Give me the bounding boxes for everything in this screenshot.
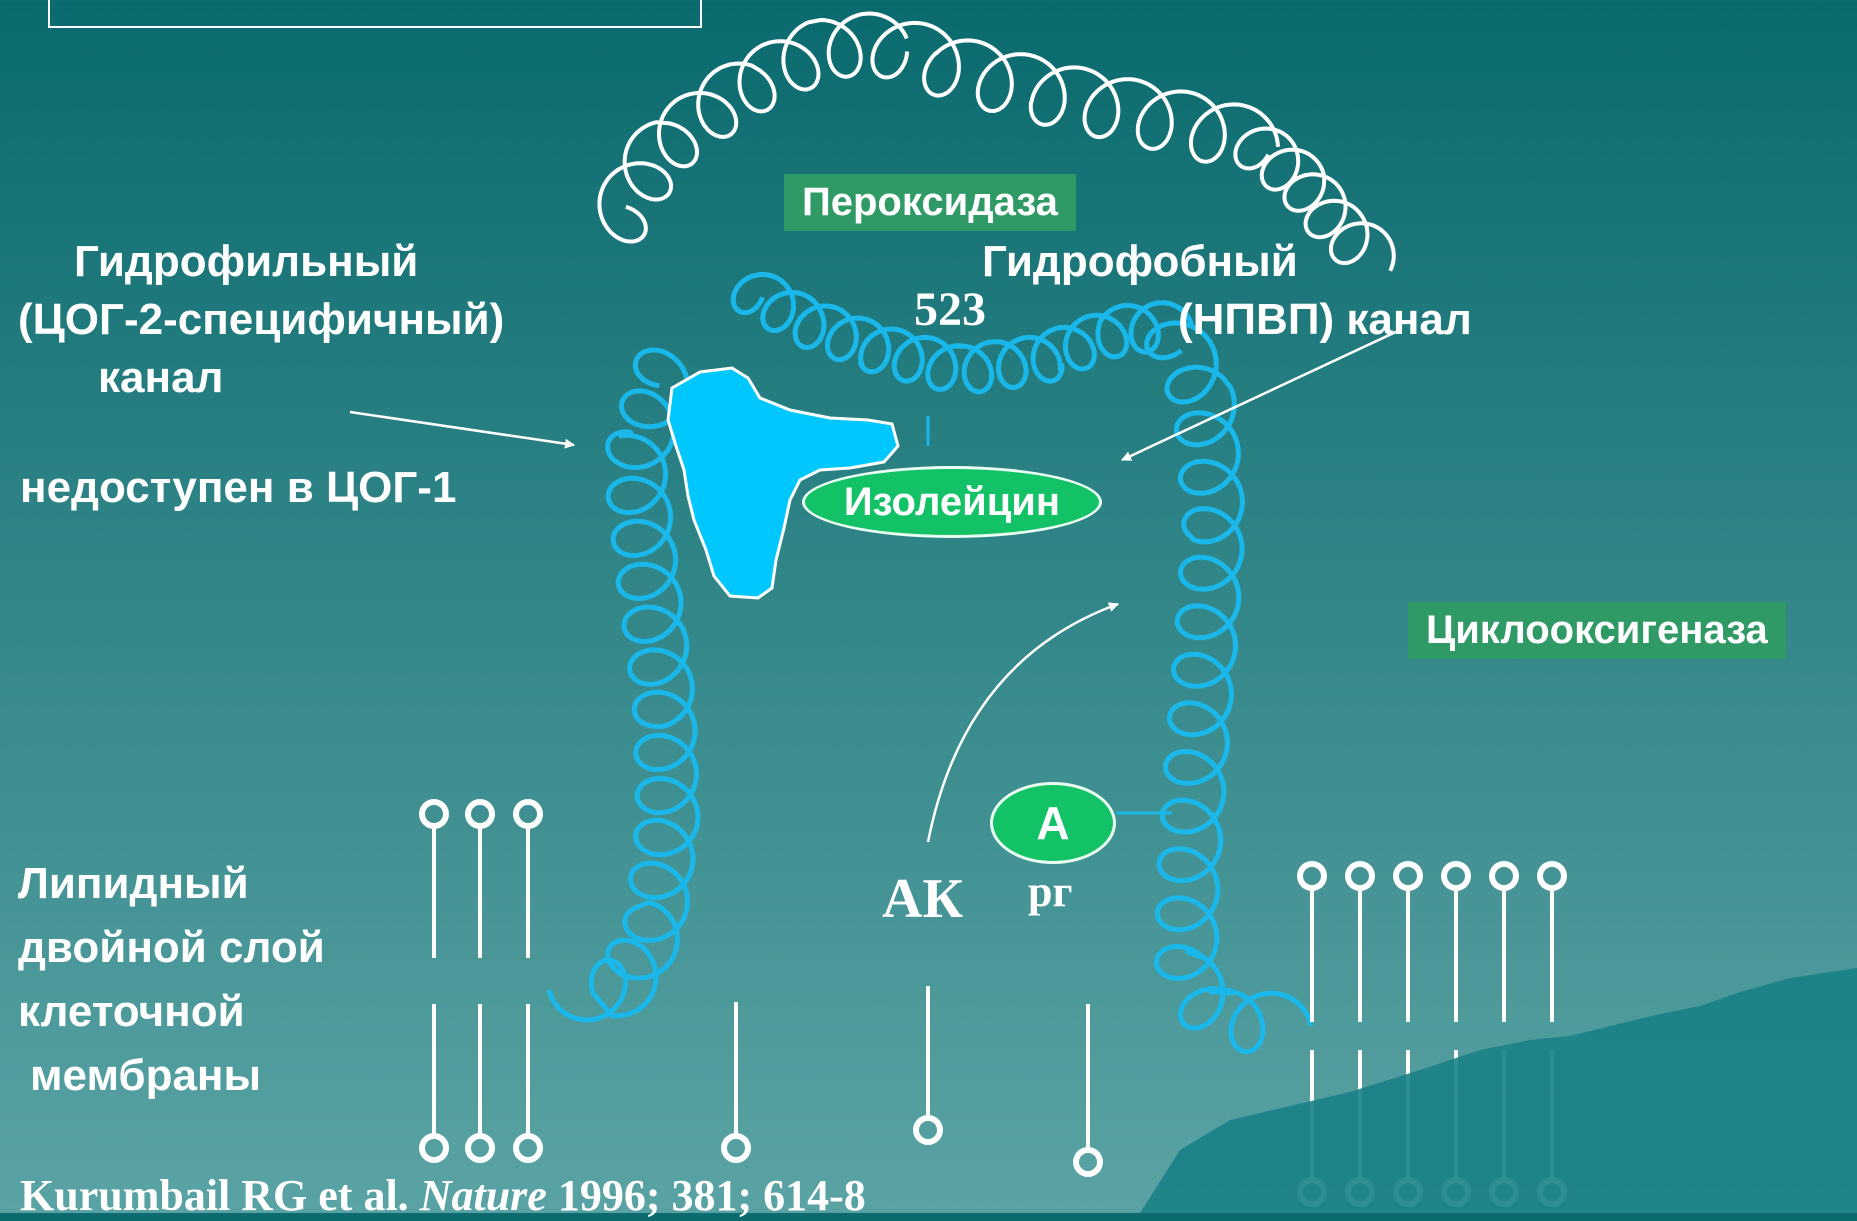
hydrophobic-channel-label: Гидрофобный	[982, 236, 1298, 288]
hydrophilic-channel-label: Гидрофильный	[74, 236, 418, 288]
lipid-head	[1396, 864, 1420, 888]
membrane-label-line1: Липидный	[18, 858, 249, 910]
lipid-head	[422, 802, 446, 826]
cyclooxygenase-tag: Циклооксигеназа	[1408, 602, 1786, 659]
membrane-label-line3: клеточной	[18, 986, 245, 1038]
hydrophilic-channel-label-line2: (ЦОГ-2-специфичный)	[18, 294, 504, 346]
lipid-head	[1540, 864, 1564, 888]
lipid-head	[1076, 1150, 1100, 1174]
reference-citation: Kurumbail RG et al. Nature 1996; 381; 61…	[20, 1170, 866, 1221]
arachidonic-acid-label: АК	[882, 866, 963, 932]
lipid-head	[916, 1118, 940, 1142]
membrane-label-line4: мембраны	[30, 1050, 261, 1102]
residue-523-label: 523	[914, 282, 986, 339]
peroxidase-tag: Пероксидаза	[784, 174, 1076, 231]
lipid-head	[1444, 864, 1468, 888]
lipid-head	[422, 1136, 446, 1160]
lipid-head	[516, 1136, 540, 1160]
hydrophobic-channel-label-line2: (НПВП) канал	[1178, 294, 1472, 346]
lipid-head	[1492, 864, 1516, 888]
lipid-head	[724, 1136, 748, 1160]
lipid-head	[516, 802, 540, 826]
mountain-silhouette	[1140, 968, 1857, 1213]
arginine-sub-label: рг	[1028, 866, 1072, 918]
arginine-oval: А	[990, 782, 1116, 864]
lipid-head	[1300, 864, 1324, 888]
lipid-head	[468, 802, 492, 826]
hydrophilic-arrow	[350, 412, 574, 445]
lipid-head	[468, 1136, 492, 1160]
membrane-label-line2: двойной слой	[18, 922, 325, 974]
peroxidase-domain-coil	[599, 14, 1393, 271]
cox1-inaccessible-label: недоступен в ЦОГ-1	[20, 462, 456, 514]
hydrophilic-channel-label-line3: канал	[98, 352, 224, 404]
enzyme-helix	[549, 275, 1311, 1052]
lipid-head	[1348, 864, 1372, 888]
hydrophobic-arrow	[1122, 330, 1400, 460]
isoleucine-oval: Изолейцин	[802, 466, 1102, 538]
